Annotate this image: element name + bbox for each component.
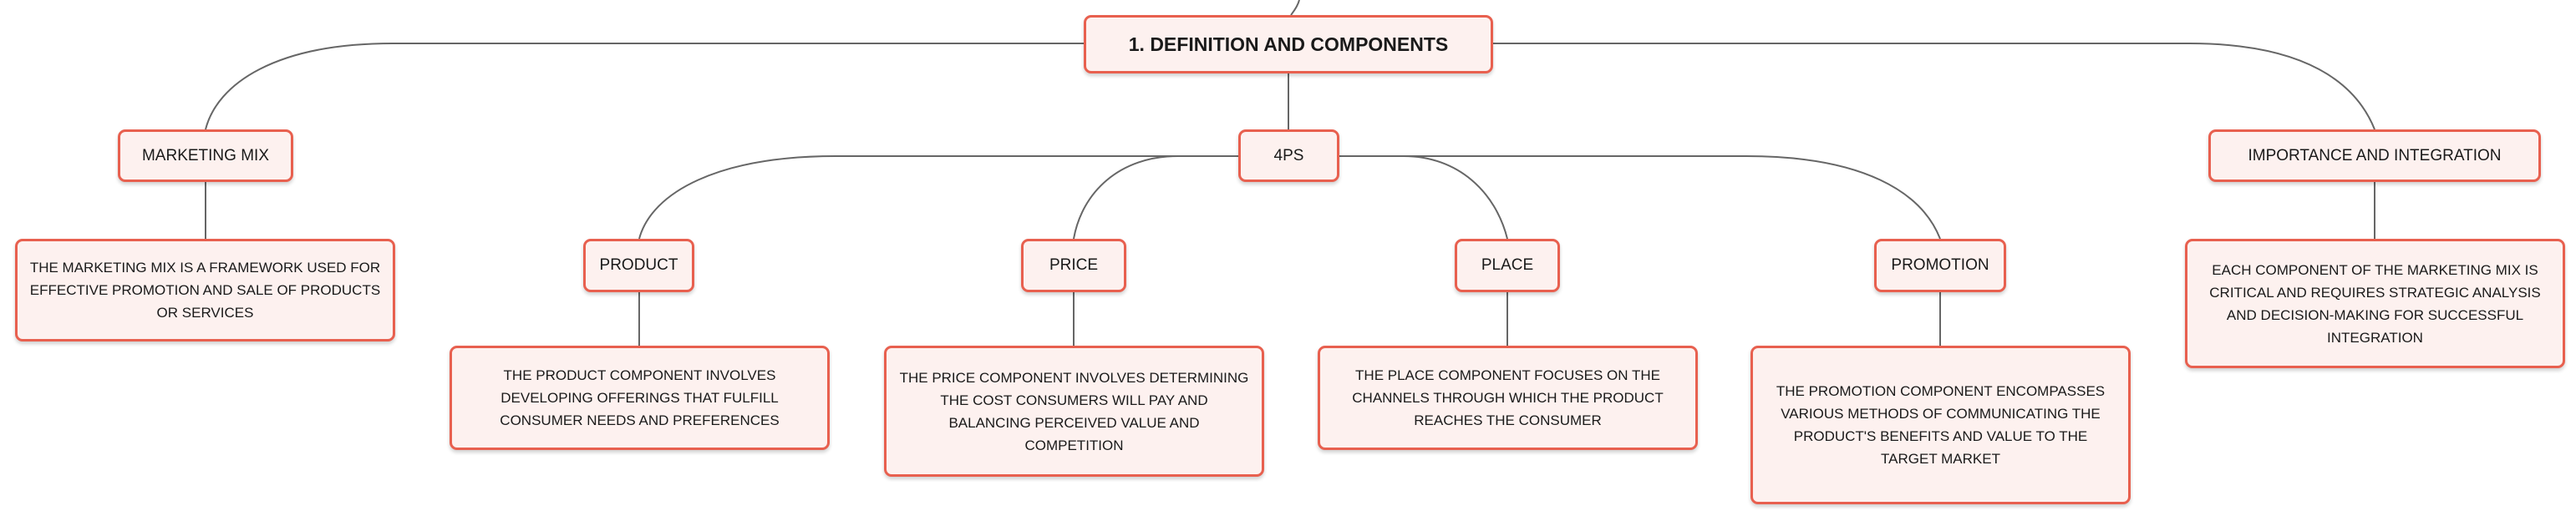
product-description-text: THE PRODUCT COMPONENT INVOLVES DEVELOPIN…: [500, 367, 780, 428]
importance-description-text: EACH COMPONENT OF THE MARKETING MIX IS C…: [2209, 261, 2541, 346]
connector-root-to-marketing-mix: [205, 43, 1084, 130]
marketing-mix-description-text: THE MARKETING MIX IS A FRAMEWORK USED FO…: [29, 260, 381, 321]
product-description[interactable]: THE PRODUCT COMPONENT INVOLVES DEVELOPIN…: [450, 346, 830, 450]
topic-price-label: PRICE: [1049, 256, 1099, 274]
topic-marketing-mix[interactable]: MARKETING MIX: [118, 129, 293, 182]
topic-promotion-label: PROMOTION: [1891, 256, 1989, 274]
topic-promotion[interactable]: PROMOTION: [1874, 239, 2006, 292]
connector-parent-to-root: [1290, 0, 1300, 16]
topic-product[interactable]: PRODUCT: [583, 239, 694, 292]
connector-4ps-to-place: [1338, 155, 1508, 240]
promotion-description[interactable]: THE PROMOTION COMPONENT ENCOMPASSES VARI…: [1750, 346, 2131, 504]
topic-price[interactable]: PRICE: [1021, 239, 1126, 292]
connector-4ps-to-price: [1073, 155, 1240, 240]
promotion-description-text: THE PROMOTION COMPONENT ENCOMPASSES VARI…: [1776, 383, 2106, 467]
root-topic[interactable]: 1. DEFINITION AND COMPONENTS: [1084, 15, 1493, 73]
importance-description[interactable]: EACH COMPONENT OF THE MARKETING MIX IS C…: [2185, 239, 2565, 368]
topic-product-label: PRODUCT: [599, 256, 678, 274]
topic-place-label: PLACE: [1481, 256, 1534, 274]
connector-root-to-importance: [1493, 43, 2375, 130]
price-description-text: THE PRICE COMPONENT INVOLVES DETERMINING…: [899, 369, 1249, 453]
connector-4ps-to-promotion: [1338, 155, 1941, 240]
price-description[interactable]: THE PRICE COMPONENT INVOLVES DETERMINING…: [884, 346, 1264, 477]
connector-4ps-to-product: [638, 155, 1240, 240]
topic-place[interactable]: PLACE: [1455, 239, 1560, 292]
marketing-mix-description[interactable]: THE MARKETING MIX IS A FRAMEWORK USED FO…: [15, 239, 395, 341]
root-topic-label: 1. DEFINITION AND COMPONENTS: [1128, 33, 1449, 55]
topic-marketing-mix-label: MARKETING MIX: [141, 146, 269, 164]
topic-importance-label: IMPORTANCE AND INTEGRATION: [2248, 146, 2502, 164]
place-description[interactable]: THE PLACE COMPONENT FOCUSES ON THE CHANN…: [1318, 346, 1698, 450]
topic-4ps[interactable]: 4PS: [1238, 129, 1339, 182]
place-description-text: THE PLACE COMPONENT FOCUSES ON THE CHANN…: [1352, 367, 1664, 428]
topic-importance-and-integration[interactable]: IMPORTANCE AND INTEGRATION: [2208, 129, 2541, 182]
topic-4ps-label: 4PS: [1273, 146, 1304, 164]
